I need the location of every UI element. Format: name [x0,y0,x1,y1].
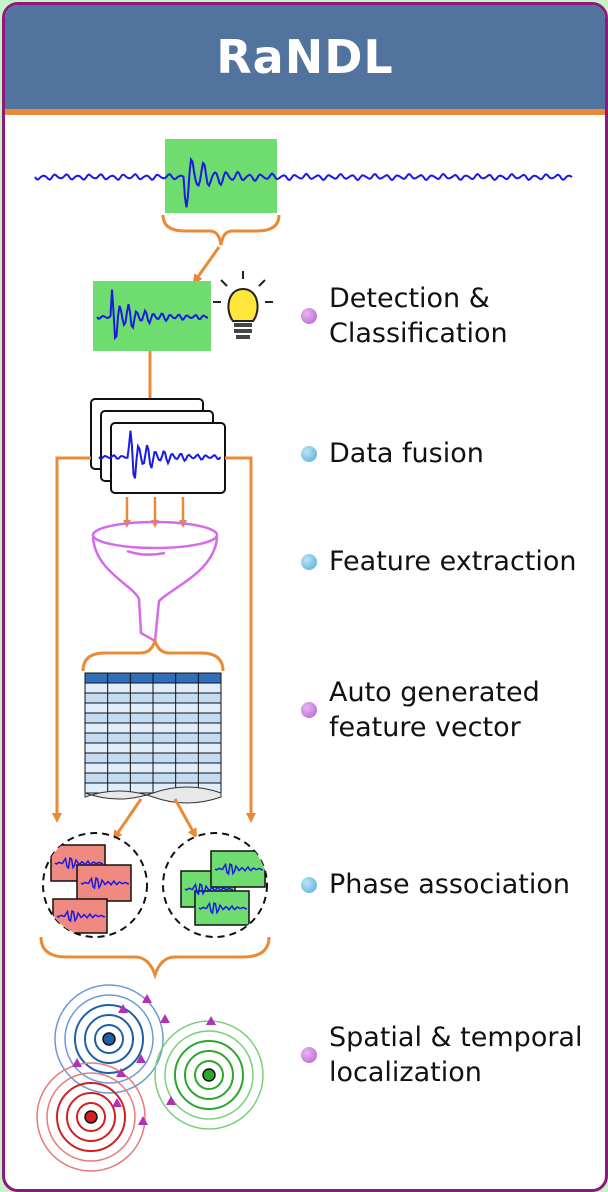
arrow [173,798,197,839]
pipeline-diagram [34,139,573,1172]
station-marker [142,994,152,1003]
station-marker [112,1098,122,1107]
bullet-dot [301,445,317,462]
station-marker [72,1058,82,1067]
brace [161,214,281,246]
wave-ring [66,1092,116,1142]
step-detection: Detection & Classification [301,281,508,351]
wave-ring [36,1062,146,1172]
table-tear [84,786,222,804]
table-icon [84,672,222,804]
waveform-icon [34,139,573,213]
bullet-dot [301,308,317,324]
wave-ring [174,1040,244,1110]
step-label: Feature extraction [329,546,577,577]
arrow [225,456,256,823]
bullet-dot [301,1047,317,1063]
step-label: Spatial & temporal localization [329,1022,583,1088]
step-label: Detection & Classification [329,283,508,349]
brace [39,936,271,980]
station-marker [136,1054,146,1063]
funnel-icon [91,520,219,644]
step-data-fusion: Data fusion [301,436,484,471]
epicenter-dot [202,1068,216,1082]
wave-ring [94,1024,124,1054]
lightbulb-icon [213,271,273,339]
wave-ring [54,984,164,1094]
wave-ring [184,1050,234,1100]
bullet-dot [301,553,317,570]
wave-ring [194,1060,224,1090]
wave-ring [164,1030,254,1120]
bullet-dot [301,876,317,893]
wave-ring [64,994,154,1084]
station-marker [166,1096,176,1105]
fusion-frames [90,398,226,494]
arrow [112,798,143,841]
station-marker [160,1014,170,1023]
page-title: RaNDL [216,30,394,84]
step-label: Auto generated feature vector [329,677,540,743]
epicenter-icon [36,984,264,1172]
wave-ring [46,1072,136,1162]
detection-waveform [93,281,211,351]
station-marker [206,1016,216,1025]
bullet-dot [301,702,317,718]
epicenter-dot [84,1110,98,1124]
wave-ring [56,1082,126,1152]
step-localization: Spatial & temporal localization [301,1020,582,1090]
arrow [192,246,221,285]
cluster-icon [42,832,268,938]
epicenter-dot [102,1032,116,1046]
wave-ring [76,1102,106,1132]
step-label: Phase association [329,869,571,900]
arrow [52,456,91,823]
step-feature-vector: Auto generated feature vector [301,675,540,745]
brace [81,636,225,672]
header-bar: RaNDL [5,5,605,115]
wave-ring [84,1014,134,1064]
step-label: Data fusion [329,438,484,469]
step-feature-extraction: Feature extraction [301,544,577,579]
station-marker [138,1116,148,1125]
station-marker [118,1004,128,1013]
station-marker [116,1068,126,1077]
step-phase-association: Phase association [301,867,570,902]
wave-ring [74,1004,144,1074]
